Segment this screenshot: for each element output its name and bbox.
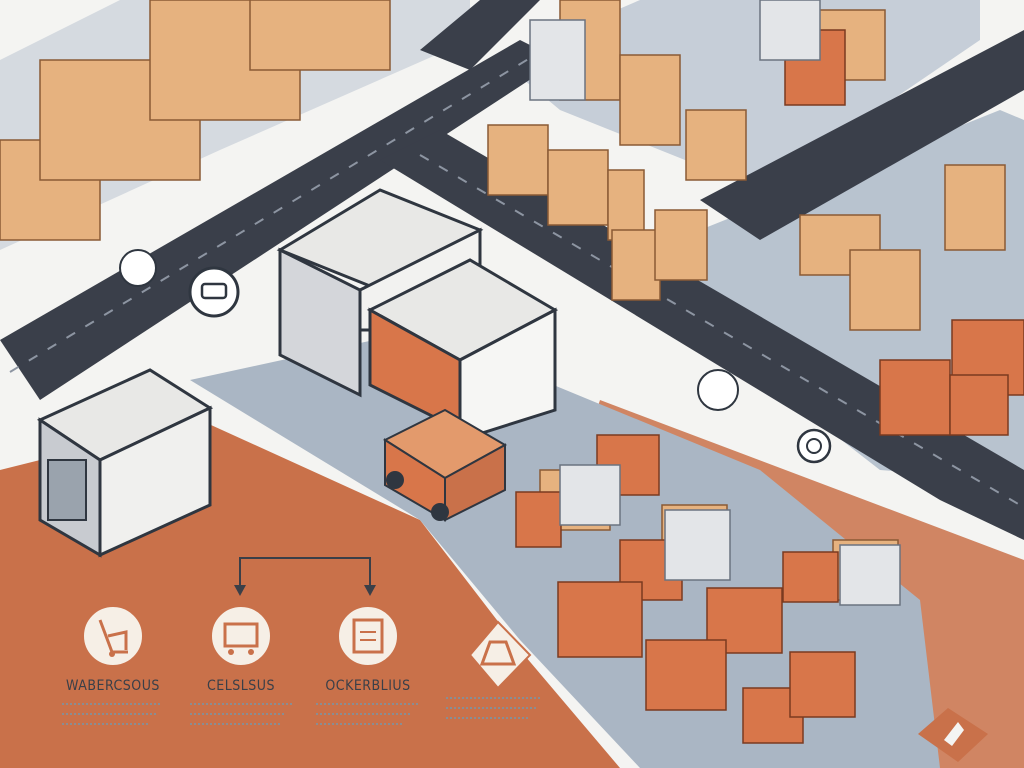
road-main <box>0 40 560 400</box>
label-3: OCKERBLIUS <box>325 678 410 694</box>
map-pins <box>119 249 832 464</box>
label-1: WABERCSOUS <box>66 678 160 694</box>
main-lot <box>190 330 940 768</box>
document-icon <box>337 605 399 667</box>
container-building <box>36 368 214 558</box>
road-right <box>700 30 1024 240</box>
cart-icon <box>210 605 272 667</box>
truck-icon <box>468 620 532 690</box>
bracket-arrow-right <box>364 585 376 596</box>
road-marking <box>419 154 1021 506</box>
warning-icon <box>918 708 988 762</box>
road-top <box>420 0 540 70</box>
flow-bracket <box>239 557 371 590</box>
label-2: CELSLSUS <box>207 678 275 694</box>
road-marking <box>9 51 541 373</box>
caption-lines <box>62 697 540 725</box>
delivery-truck <box>382 408 508 522</box>
bracket-arrow-left <box>234 585 246 596</box>
road-cross <box>380 130 1024 540</box>
central-warehouse <box>276 188 559 443</box>
hand-truck-icon <box>82 605 144 667</box>
box-stacks <box>0 0 1024 744</box>
